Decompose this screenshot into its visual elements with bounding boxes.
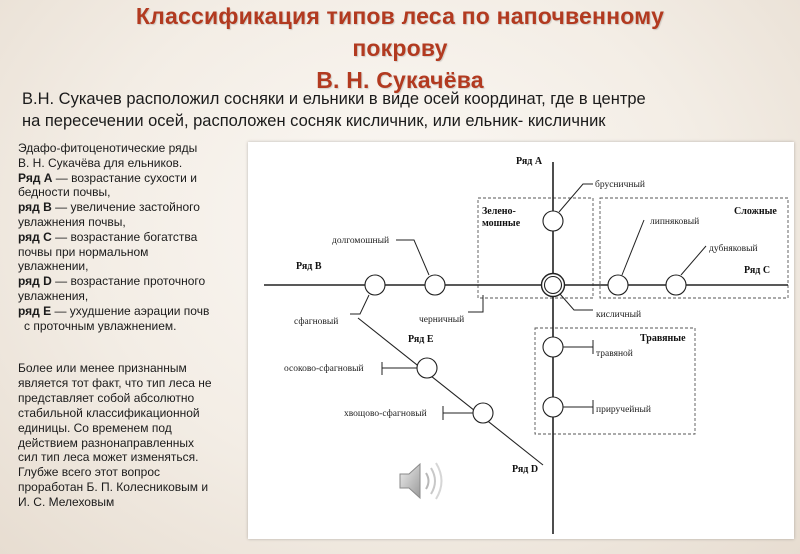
circle-travyanoy: [542, 336, 564, 358]
circle-dubnyakovy: [665, 274, 687, 296]
note-line: сил тип леса может изменяться.: [18, 450, 199, 465]
circle-lipnyakovy: [607, 274, 629, 296]
label-kislichny: кисличный: [596, 309, 641, 320]
axis-d-label: Ряд D: [512, 464, 538, 475]
note-line: действием разнонаправленных: [18, 435, 195, 450]
series-heading-line-1: Эдафо-фитоценотические ряды: [18, 141, 198, 155]
leader-chernichny: [468, 295, 484, 313]
series-b-text-cont: увлажнения почвы,: [18, 214, 126, 229]
axis-a-label: Ряд А: [516, 156, 543, 167]
axis-c-label: Ряд С: [744, 265, 770, 276]
leader-dubnyakovy: [680, 245, 707, 276]
circle-khvoshchovo: [472, 402, 494, 424]
slide-title: Классификация типов леса по напочвенному…: [40, 0, 760, 96]
leader-lipnyakovy: [621, 219, 645, 276]
group-green-label-1: Зелено-: [482, 206, 516, 217]
label-khvoshchovo: хвощово-сфагновый: [344, 408, 427, 419]
series-d-text-cont: увлажнения,: [18, 288, 89, 303]
label-brusnichny: брусничный: [595, 179, 645, 190]
series-description: Эдафо-фитоценотические ряды В. Н. Сукачё…: [18, 141, 250, 333]
note-line: И. С. Мелеховым: [18, 495, 115, 510]
leader-dolgomoshny: [396, 239, 430, 276]
label-dubnyakovy: дубняковый: [709, 243, 758, 254]
label-osokovo: осоково-сфагновый: [284, 363, 364, 374]
label-priruchey: приручейный: [596, 404, 651, 415]
note-line: стабильной классификационной: [18, 405, 200, 420]
note-line: Глубже всего этот вопрос: [18, 465, 160, 480]
label-dolgomoshny: долгомошный: [332, 235, 389, 246]
series-d-text: ряд D — возрастание проточного: [18, 274, 206, 289]
complex-box: [599, 197, 789, 299]
series-e-text: ряд Е — ухудшение аэрации почв: [18, 303, 210, 318]
label-lipnyakovy: липняковый: [650, 216, 699, 227]
circle-osokovo: [416, 357, 438, 379]
green-moss-box: [477, 197, 594, 299]
intro-line-1: В.Н. Сукачев расположил сосняки и ельник…: [22, 90, 646, 108]
forest-type-note: Более или менее признанным является тот …: [18, 361, 250, 510]
title-line-3: В. Н. Сукачёва: [316, 67, 484, 93]
axis-e-label: Ряд Е: [408, 334, 434, 345]
leader-sfagnovy: [350, 294, 370, 315]
label-travyanoy: травяной: [596, 348, 633, 359]
series-a-text-cont: бедности почвы,: [18, 185, 111, 200]
axis-b-label: Ряд В: [296, 261, 322, 272]
note-line: Более или менее признанным: [18, 361, 187, 375]
sukachev-diagram: Ряд А Ряд В Ряд С Ряд D Ряд Е Зелено- мо…: [248, 142, 794, 539]
series-heading-line-2: В. Н. Сукачёва для ельников.: [18, 155, 183, 170]
title-line-1: Классификация типов леса по напочвенному: [135, 3, 665, 29]
intro-line-2: на пересечении осей, расположен сосняк к…: [22, 112, 606, 130]
circle-sfagnovy: [364, 274, 386, 296]
series-a-text: Ряд А — возрастание сухости и: [18, 170, 197, 185]
label-chernichny: черничный: [419, 314, 464, 325]
series-b-text: ряд В — увеличение застойного: [18, 200, 200, 215]
series-c-text-cont2: увлажнении,: [18, 259, 89, 274]
circle-kislichny-inner: [543, 275, 563, 295]
leader-brusnichny: [558, 183, 593, 213]
title-line-2: покрову: [352, 35, 448, 61]
series-e-text-cont: с проточным увлажнением.: [24, 318, 177, 333]
group-grass-label: Травяные: [640, 333, 686, 344]
group-complex-label: Сложные: [734, 206, 777, 217]
series-c-text-cont: почвы при нормальном: [18, 244, 149, 259]
note-line: является тот факт, что тип леса не: [18, 375, 212, 390]
circle-chernichny: [424, 274, 446, 296]
note-line: единицы. Со временем под: [18, 420, 172, 435]
circle-brusnichny: [542, 210, 564, 232]
intro-text: В.Н. Сукачев расположил сосняки и ельник…: [22, 88, 792, 132]
speaker-icon[interactable]: [396, 456, 448, 506]
circle-priruchey: [542, 396, 564, 418]
series-c-text: ряд С — возрастание богатства: [18, 229, 198, 244]
diagram-svg: Ряд А Ряд В Ряд С Ряд D Ряд Е Зелено- мо…: [264, 156, 789, 534]
label-sfagnovy: сфагновый: [294, 316, 338, 327]
grass-box: [534, 327, 696, 435]
leader-kislichny: [559, 293, 593, 311]
group-green-label-2: мошные: [482, 218, 521, 229]
note-line: проработан Б. П. Колесниковым и: [18, 480, 209, 495]
axis-e: [357, 317, 544, 466]
note-line: представляет собой абсолютно: [18, 390, 195, 405]
